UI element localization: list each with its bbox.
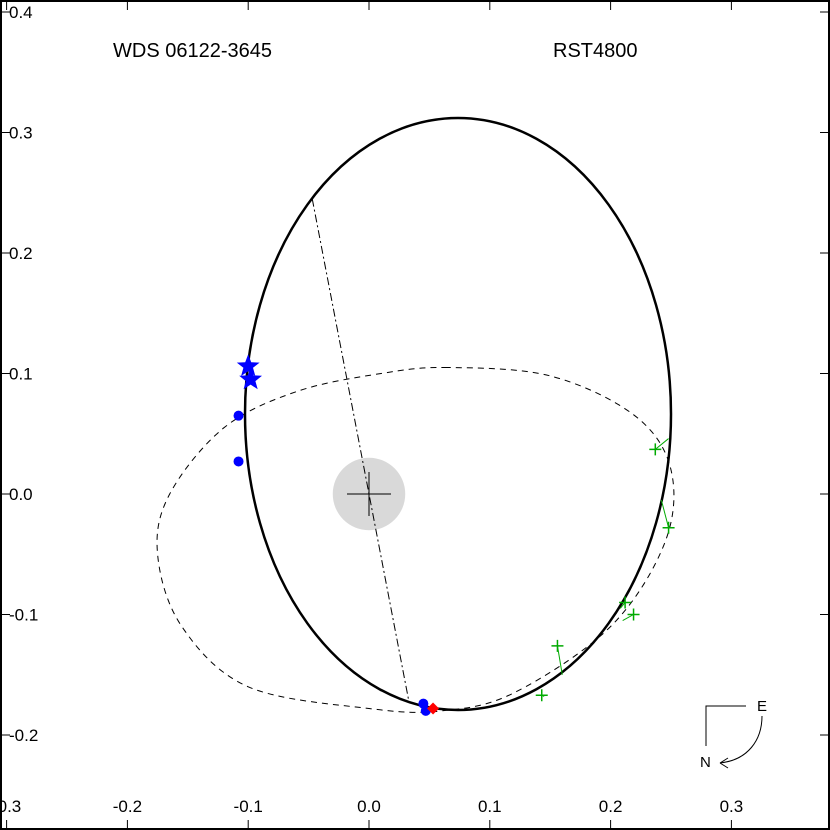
residual-line: [619, 602, 626, 609]
measurement-star: [236, 354, 260, 376]
x-tick-label: -0.3: [0, 797, 21, 816]
line-of-nodes-layer: [311, 198, 410, 702]
measurement-plus: [551, 639, 564, 652]
points-layer: [233, 354, 675, 716]
measurement-plus: [535, 689, 548, 702]
y-tick-label: -0.1: [9, 606, 38, 625]
chart-title-left: WDS 06122-3645: [113, 40, 272, 62]
x-tick-label: -0.1: [234, 797, 263, 816]
measurement-plus: [619, 596, 632, 609]
x-tick-label: -0.2: [113, 797, 142, 816]
y-tick-label: 0.3: [9, 124, 33, 143]
measurement-plus: [649, 443, 662, 456]
measurement-dot: [233, 410, 244, 421]
compass-rose: E N: [700, 698, 767, 771]
x-tick-label: 0.0: [357, 797, 381, 816]
x-tick-label: 0.2: [599, 797, 623, 816]
compass-arrow-head: [719, 757, 729, 769]
residual-line: [660, 499, 670, 528]
new-orbit-ellipse: [243, 116, 673, 712]
compass-east-label: E: [757, 698, 767, 715]
y-tick-label: -0.2: [9, 726, 38, 745]
x-tick-label: 0.3: [720, 797, 744, 816]
residual-line: [556, 645, 563, 675]
measurement-plus: [627, 608, 640, 621]
measurement-plus: [662, 521, 675, 534]
measurement-star: [239, 367, 262, 390]
measurement-diamond: [427, 702, 440, 715]
chart-title-right: RST4800: [553, 40, 638, 62]
line-of-nodes: [311, 198, 410, 702]
residual-line: [654, 438, 669, 450]
compass-north-label: N: [700, 754, 711, 771]
measurement-dot: [233, 456, 244, 467]
y-tick-label: 0.1: [9, 365, 33, 384]
x-tick-label: 0.1: [478, 797, 502, 816]
y-tick-label: 0.4: [9, 3, 33, 22]
compass-axes: [705, 705, 746, 746]
residual-line: [622, 614, 634, 621]
y-tick-label: 0.2: [9, 244, 33, 263]
y-tick-label: 0.0: [9, 485, 33, 504]
compass-arrow-arc: [719, 715, 763, 764]
